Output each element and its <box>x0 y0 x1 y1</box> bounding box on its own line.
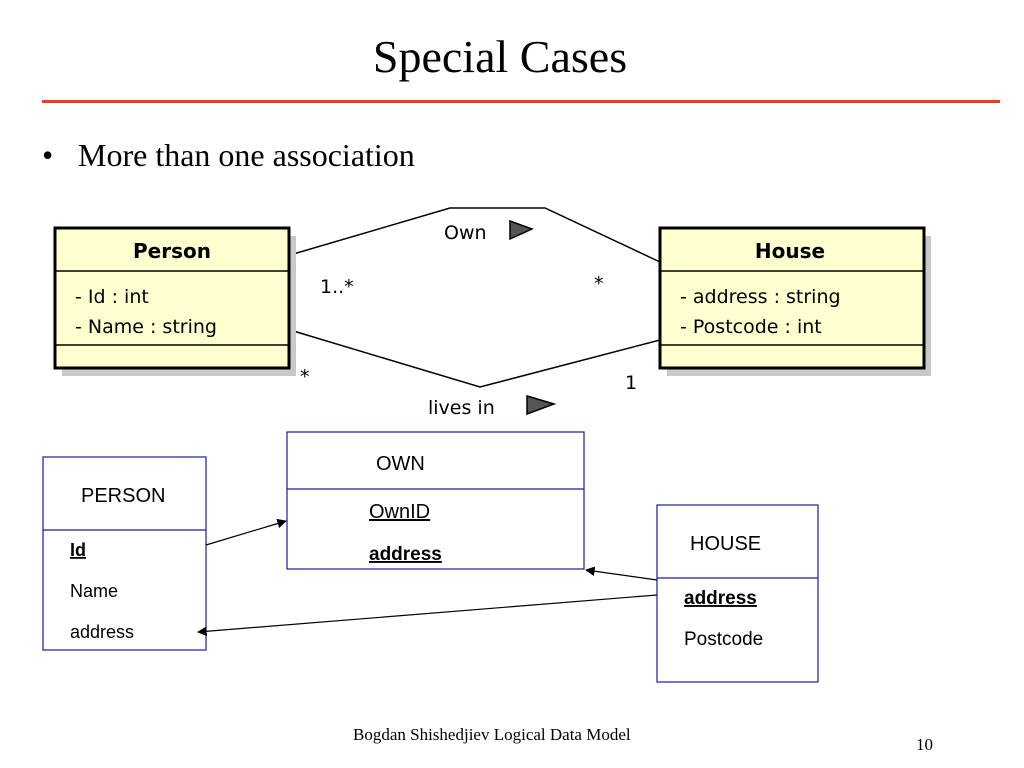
person-field-id: Id <box>70 540 86 560</box>
house-attribute-postcode: - Postcode : int <box>680 316 822 338</box>
lives-in-house-multiplicity: 1 <box>625 372 637 394</box>
house-to-person-arrow <box>197 594 658 637</box>
house-attribute-address: - address : string <box>680 286 841 308</box>
person-attribute-id: - Id : int <box>75 286 149 308</box>
house-table-name: HOUSE <box>690 533 761 555</box>
bullet-item: • More than one association <box>42 137 415 174</box>
lives-in-association-line <box>289 329 661 388</box>
own-field-address: address <box>369 544 442 565</box>
own-direction-triangle <box>509 219 534 241</box>
house-field-postcode: Postcode <box>684 629 763 650</box>
title-underline <box>42 100 1000 103</box>
own-association-label: Own <box>444 222 487 244</box>
person-table-name: PERSON <box>81 485 165 507</box>
own-table-box <box>286 431 585 570</box>
person-table: PERSON Id Name address <box>42 456 207 651</box>
lives-in-person-multiplicity: * <box>300 366 310 388</box>
slide-footer: Bogdan Shishedjiev Logical Data Model <box>353 725 631 744</box>
lives-in-direction-triangle <box>526 394 557 416</box>
relational-diagram: PERSON Id Name address OWN OwnID address… <box>42 431 819 683</box>
own-field-ownid: OwnID <box>369 501 430 523</box>
page-number: 10 <box>916 735 933 754</box>
house-class-name: House <box>755 239 825 263</box>
person-field-name: Name <box>70 581 118 601</box>
bullet-text: More than one association <box>78 137 415 173</box>
person-table-box <box>42 456 207 651</box>
house-table-box <box>656 504 819 683</box>
own-table-name: OWN <box>376 453 425 475</box>
own-association-line <box>289 207 661 263</box>
person-class-name: Person <box>133 239 211 263</box>
uml-diagram: Own 1..* * lives in * 1 Person - Id : in… <box>53 207 931 419</box>
own-person-multiplicity: 1..* <box>320 276 354 298</box>
own-house-multiplicity: * <box>594 273 604 295</box>
house-field-address: address <box>684 588 757 609</box>
house-class: House - address : string - Postcode : in… <box>658 226 931 376</box>
person-class: Person - Id : int - Name : string <box>53 226 296 376</box>
person-attribute-name: - Name : string <box>75 316 217 338</box>
person-to-own-arrow <box>205 518 287 546</box>
own-table: OWN OwnID address <box>286 431 585 570</box>
lives-in-association-label: lives in <box>428 397 495 419</box>
slide-title: Special Cases <box>372 31 628 82</box>
person-field-address: address <box>70 622 134 642</box>
house-to-own-arrow <box>585 566 658 581</box>
bullet-dot: • <box>42 137 54 173</box>
house-table: HOUSE address Postcode <box>656 504 819 683</box>
